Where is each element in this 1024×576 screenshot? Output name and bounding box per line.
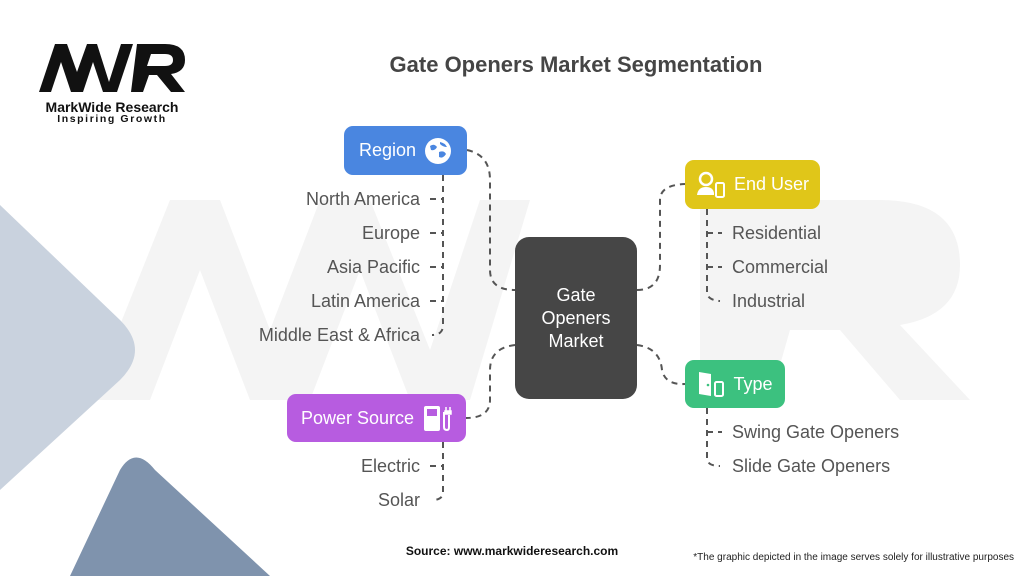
category-label: End User (733, 174, 810, 194)
category-end-user: End User (685, 160, 820, 209)
type-item: Slide Gate Openers (732, 456, 891, 476)
end-user-item: Residential (732, 223, 822, 243)
source-text: Source: www.markwideresearch.com (405, 544, 619, 558)
power-source-item: Electric (360, 456, 420, 476)
globe-icon (425, 137, 452, 164)
center-line: Market (548, 330, 604, 351)
type-item: Swing Gate Openers (732, 422, 900, 442)
region-item: Latin America (310, 291, 420, 311)
region-item: Europe (361, 223, 420, 243)
category-region: Region (344, 126, 467, 175)
category-label: Region (358, 140, 417, 160)
user-device-icon (696, 171, 725, 198)
center-line: Openers (541, 307, 611, 328)
charging-station-icon (424, 406, 452, 432)
region-item: North America (305, 189, 420, 209)
category-power-source: Power Source (287, 394, 466, 442)
logo-name: MarkWide Research (45, 99, 179, 115)
region-item: Asia Pacific (326, 257, 420, 277)
end-user-item: Commercial (732, 257, 829, 277)
page-title: Gate Openers Market Segmentation (389, 52, 763, 77)
category-label: Type (733, 373, 773, 394)
category-type: Type (685, 360, 785, 408)
bottom-shape (70, 457, 270, 576)
footnote: *The graphic depicted in the image serve… (693, 552, 1014, 563)
region-item: Middle East & Africa (258, 325, 420, 345)
watermark (90, 200, 970, 400)
category-label: Power Source (300, 407, 415, 428)
logo: MarkWide Research Inspiring Growth (34, 42, 190, 125)
center-line: Gate (556, 284, 596, 305)
connectors (430, 149, 722, 501)
door-device-icon (699, 372, 725, 397)
power-source-item: Solar (377, 490, 420, 510)
end-user-item: Industrial (732, 291, 806, 311)
center-node: Gate Openers Market (515, 237, 637, 399)
left-shape (0, 205, 135, 490)
logo-mark (39, 44, 185, 92)
logo-tagline: Inspiring Growth (57, 113, 167, 125)
